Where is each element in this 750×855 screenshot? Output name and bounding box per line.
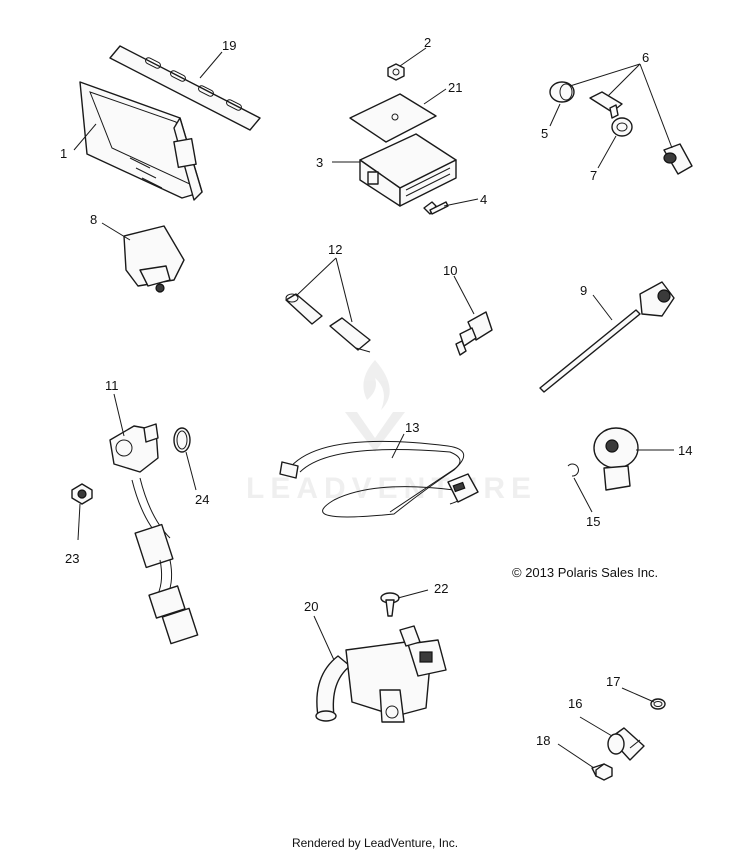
part-20-valve (315, 625, 447, 723)
callout-21: 21 (448, 80, 462, 95)
part-14-knock-sensor (593, 427, 639, 491)
part-15-clip (567, 463, 579, 477)
callout-8: 8 (90, 212, 97, 227)
part-13-harness (279, 440, 479, 518)
part-23-bolt (71, 483, 93, 505)
part-22-screw (380, 592, 400, 617)
callout-23: 23 (65, 551, 79, 566)
callout-15: 15 (586, 514, 600, 529)
part-16-fitting (607, 727, 645, 761)
copyright-notice: © 2013 Polaris Sales Inc. (512, 565, 659, 580)
part-3-regulator (359, 133, 457, 207)
callout-7: 7 (590, 168, 597, 183)
callout-6: 6 (642, 50, 649, 65)
part-11-tps (109, 423, 199, 645)
leader-lines (73, 47, 674, 769)
callout-9: 9 (580, 283, 587, 298)
callout-20: 20 (304, 599, 318, 614)
callout-2: 2 (424, 35, 431, 50)
rendered-by-credit: Rendered by LeadVenture, Inc. (291, 836, 459, 850)
callout-1: 1 (60, 146, 67, 161)
callout-18: 18 (536, 733, 550, 748)
callout-24: 24 (195, 492, 209, 507)
callout-5: 5 (541, 126, 548, 141)
callout-16: 16 (568, 696, 582, 711)
part-1-ecu (79, 81, 203, 201)
callout-3: 3 (316, 155, 323, 170)
part-5-cap (549, 81, 575, 103)
callout-12: 12 (328, 242, 342, 257)
part-9-o2-sensor (539, 281, 675, 393)
part-17-oring (650, 698, 666, 710)
callout-10: 10 (443, 263, 457, 278)
callout-14: 14 (678, 443, 692, 458)
part-8-map-sensor (123, 225, 185, 293)
callout-13: 13 (405, 420, 419, 435)
part-18-bolt (591, 763, 613, 781)
callout-22: 22 (434, 581, 448, 596)
part-12-sleeve-b (329, 317, 371, 353)
part-12-sleeve-a (285, 293, 323, 325)
part-6-sensor (663, 143, 693, 175)
callout-numbers: 1 2 3 4 5 6 7 8 9 10 11 12 13 14 15 16 1… (60, 35, 692, 748)
callout-19: 19 (222, 38, 236, 53)
part-19-gasket (109, 45, 261, 131)
callout-4: 4 (480, 192, 487, 207)
part-4-screw (423, 201, 449, 215)
watermark-logo: LEADVENTURE (246, 360, 531, 505)
part-21-cover (349, 93, 437, 143)
callout-17: 17 (606, 674, 620, 689)
part-7-washer (611, 117, 633, 137)
part-2-nut (387, 63, 405, 81)
part-6-key (589, 91, 623, 119)
part-10-temp-sensor (455, 311, 493, 356)
callout-11: 11 (105, 378, 119, 393)
part-24-oring (173, 427, 191, 453)
